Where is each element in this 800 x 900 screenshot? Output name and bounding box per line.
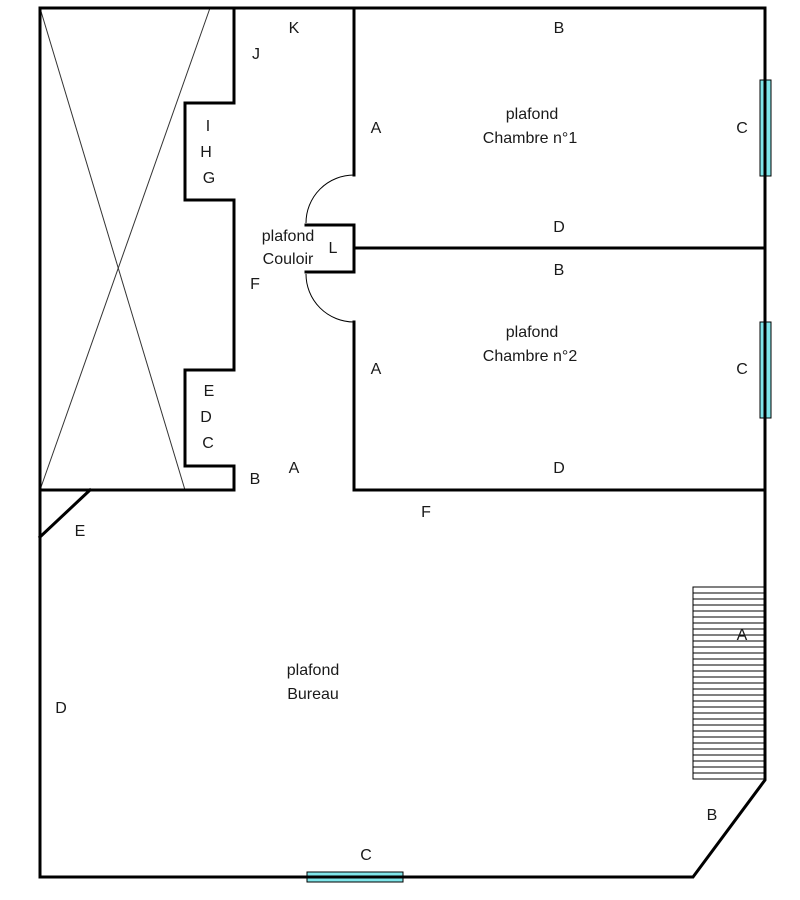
wall-label: A — [371, 120, 382, 137]
wall-label: B — [554, 262, 565, 279]
wall-label: H — [200, 144, 212, 161]
wall-label: D — [553, 219, 565, 236]
room-bureau-label: plafond — [287, 662, 340, 679]
couloir-left-wall — [183, 6, 236, 492]
wall-label: B — [554, 20, 565, 37]
outer-wall — [38, 6, 767, 879]
closet-l-wall — [304, 223, 356, 274]
room-bureau-name: Bureau — [287, 686, 339, 703]
wall-label: C — [736, 361, 748, 378]
room-couloir-name: Couloir — [263, 251, 314, 268]
wall-label: F — [250, 276, 260, 293]
void-cross-line — [39, 7, 211, 491]
corner-wall — [37, 487, 93, 540]
wall-label: D — [553, 460, 565, 477]
staircase — [692, 586, 766, 780]
wall-label: G — [203, 170, 215, 187]
wall-label: B — [707, 807, 718, 824]
wall-label: D — [200, 409, 212, 426]
wall-label: K — [289, 20, 300, 37]
wall-label: L — [329, 240, 338, 257]
door-chambre-1 — [305, 174, 355, 224]
wall-label: C — [202, 435, 214, 452]
wall-label: C — [736, 120, 748, 137]
wall-label: A — [289, 460, 300, 477]
wall-label: I — [206, 118, 210, 135]
door-chambre-2 — [305, 273, 355, 323]
void-area — [39, 7, 211, 491]
room-chambre-1-name: Chambre n°1 — [483, 130, 578, 147]
walls — [37, 6, 767, 879]
room-chambre-2-label: plafond — [506, 324, 559, 341]
wall-label: B — [250, 471, 261, 488]
wall-label: D — [55, 700, 67, 717]
wall-label: C — [360, 847, 372, 864]
wall-label: E — [204, 383, 215, 400]
wall-label: A — [737, 627, 748, 644]
room-chambre-2-name: Chambre n°2 — [483, 348, 578, 365]
wall-label: F — [421, 504, 431, 521]
void-cross-line — [39, 7, 186, 491]
wall-label: A — [371, 361, 382, 378]
wall-label: E — [75, 523, 86, 540]
room-chambre-1-label: plafond — [506, 106, 559, 123]
wall-label: J — [252, 46, 260, 63]
room-couloir-label: plafond — [262, 228, 315, 245]
